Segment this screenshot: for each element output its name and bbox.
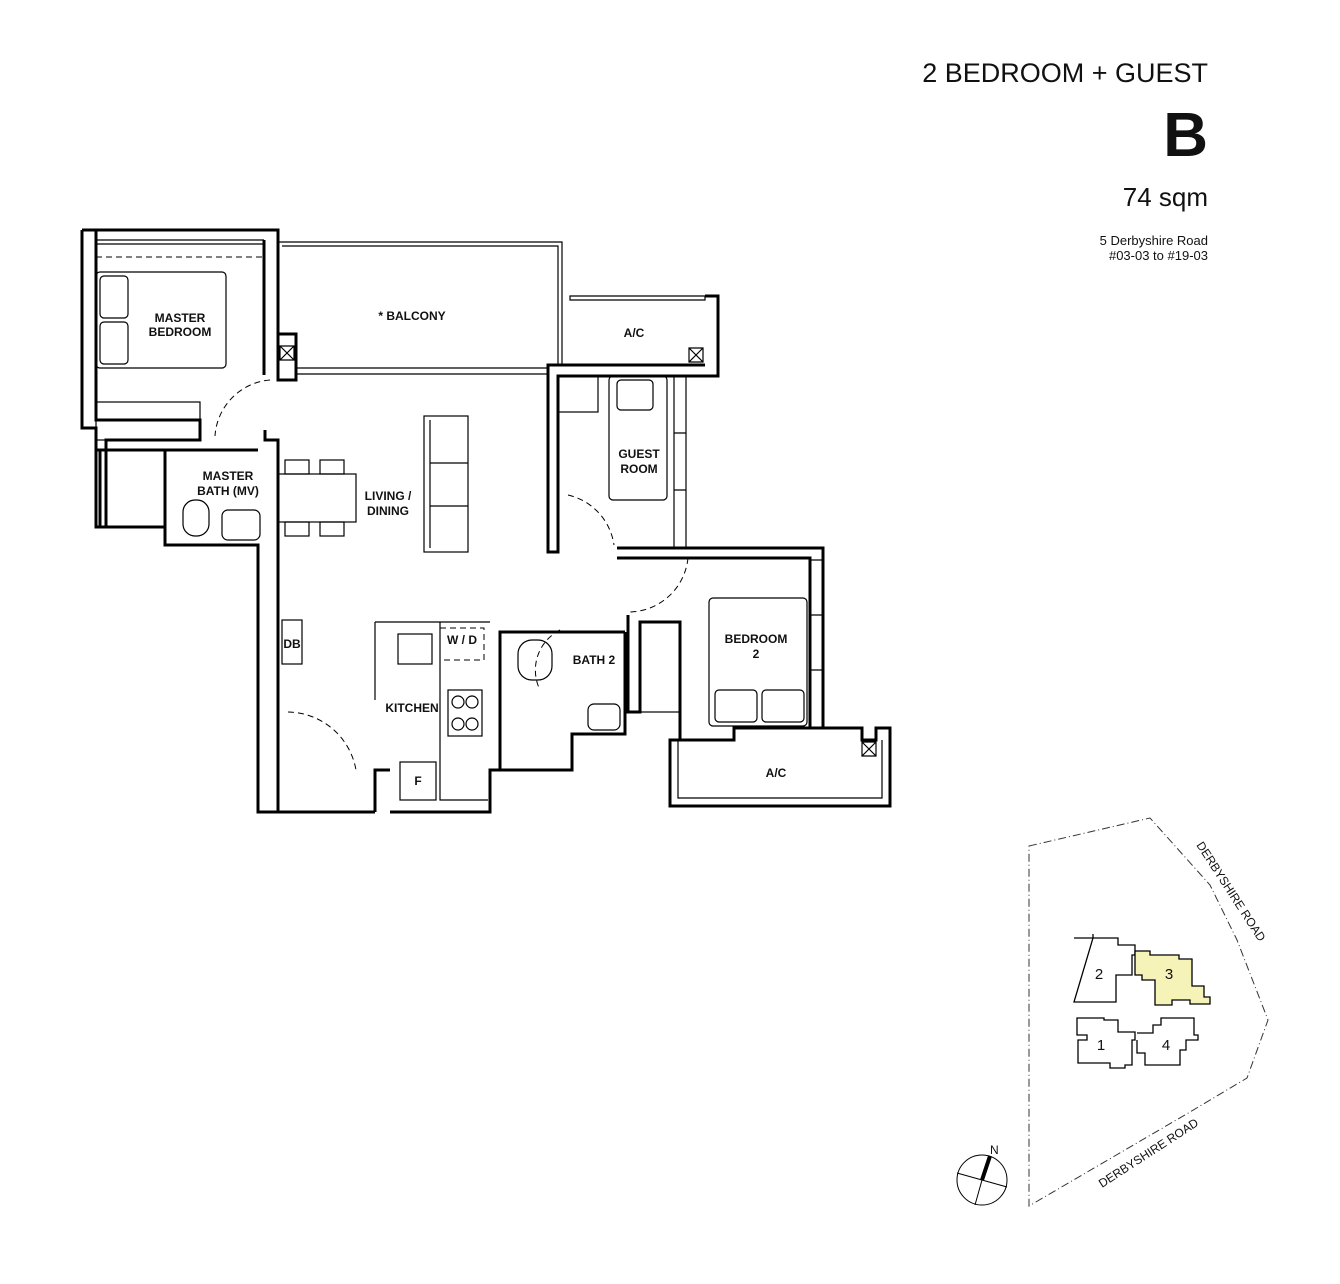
address: 5 Derbyshire Road	[1099, 233, 1208, 248]
pillow-icon	[761, 689, 805, 723]
dining-table	[277, 473, 357, 523]
label-fridge: F	[414, 774, 421, 788]
north-label: N	[990, 1143, 999, 1157]
label-bath2: BATH 2	[573, 653, 616, 667]
wardrobe	[639, 621, 681, 713]
wardrobe	[95, 401, 201, 441]
label-master-bath-2: BATH (MV)	[197, 484, 259, 498]
kitchen-sink	[397, 633, 433, 665]
bedroom2-bed	[708, 597, 808, 727]
block-4-label: 4	[1162, 1037, 1170, 1054]
label-dining: DINING	[367, 504, 409, 518]
label-master-bedroom: MASTER	[155, 311, 206, 325]
label-bedroom2-num: 2	[753, 647, 760, 661]
unit-range: #03-03 to #19-03	[1108, 248, 1208, 263]
label-ac-bottom: A/C	[766, 766, 787, 780]
block-3-label: 3	[1165, 966, 1173, 983]
label-guest-room-2: ROOM	[620, 462, 657, 476]
block-2-label: 2	[1095, 966, 1103, 983]
block-2	[1073, 934, 1136, 1003]
hob-icon	[447, 689, 483, 737]
label-db: DB	[283, 637, 301, 651]
road-label-2: DERBYSHIRE ROAD	[1096, 1115, 1201, 1190]
fridge	[399, 761, 437, 801]
door-swing	[567, 494, 615, 546]
label-master-bedroom-2: BEDROOM	[149, 325, 212, 339]
label-living: LIVING /	[365, 489, 412, 503]
label-guest-room: GUEST	[618, 447, 660, 461]
pillow-icon	[99, 321, 129, 365]
sofa	[423, 415, 469, 553]
unit-code: B	[1163, 101, 1208, 170]
block-1-label: 1	[1097, 1037, 1105, 1054]
unit-area: 74 sqm	[1122, 182, 1208, 212]
vent-icon	[688, 347, 704, 363]
pillow-icon	[616, 379, 654, 411]
label-ac-top: A/C	[624, 326, 645, 340]
vent-icon	[279, 345, 295, 361]
vent-icon	[861, 741, 877, 757]
label-kitchen: KITCHEN	[385, 701, 438, 715]
guest-bed	[608, 375, 668, 501]
room-labels: MASTER BEDROOM * BALCONY A/C GUEST ROOM …	[149, 309, 788, 788]
label-master-bath: MASTER	[203, 469, 254, 483]
toilet-icon	[517, 639, 553, 681]
north-arrow-icon: N	[956, 1143, 1008, 1206]
door-swing	[629, 557, 689, 613]
block-3-highlighted	[1134, 950, 1211, 1006]
label-bedroom2: BEDROOM	[725, 632, 788, 646]
block-1	[1076, 1017, 1136, 1069]
door-swing	[287, 711, 357, 771]
door-swing	[534, 629, 561, 691]
pillow-icon	[714, 689, 758, 723]
db-box	[281, 619, 303, 665]
sink-icon	[587, 703, 621, 731]
door-swing	[214, 379, 271, 437]
unit-address: 5 Derbyshire Road #03-03 to #19-03	[1100, 233, 1208, 263]
label-wd: W / D	[447, 633, 477, 647]
washer-dryer	[439, 627, 485, 661]
master-bed	[95, 271, 227, 369]
site-boundary	[1028, 817, 1269, 1207]
furniture	[95, 271, 877, 801]
unit-type: 2 BEDROOM + GUEST	[922, 58, 1208, 88]
block-4	[1136, 1017, 1199, 1066]
label-balcony: * BALCONY	[378, 309, 445, 323]
toilet-icon	[182, 499, 210, 537]
sink-icon	[221, 509, 261, 541]
key-plan: 2 3 1 4 DERBYSHIRE ROAD DERBYSHIRE ROAD …	[956, 817, 1269, 1207]
pillow-icon	[99, 275, 129, 319]
shelf	[557, 375, 599, 413]
